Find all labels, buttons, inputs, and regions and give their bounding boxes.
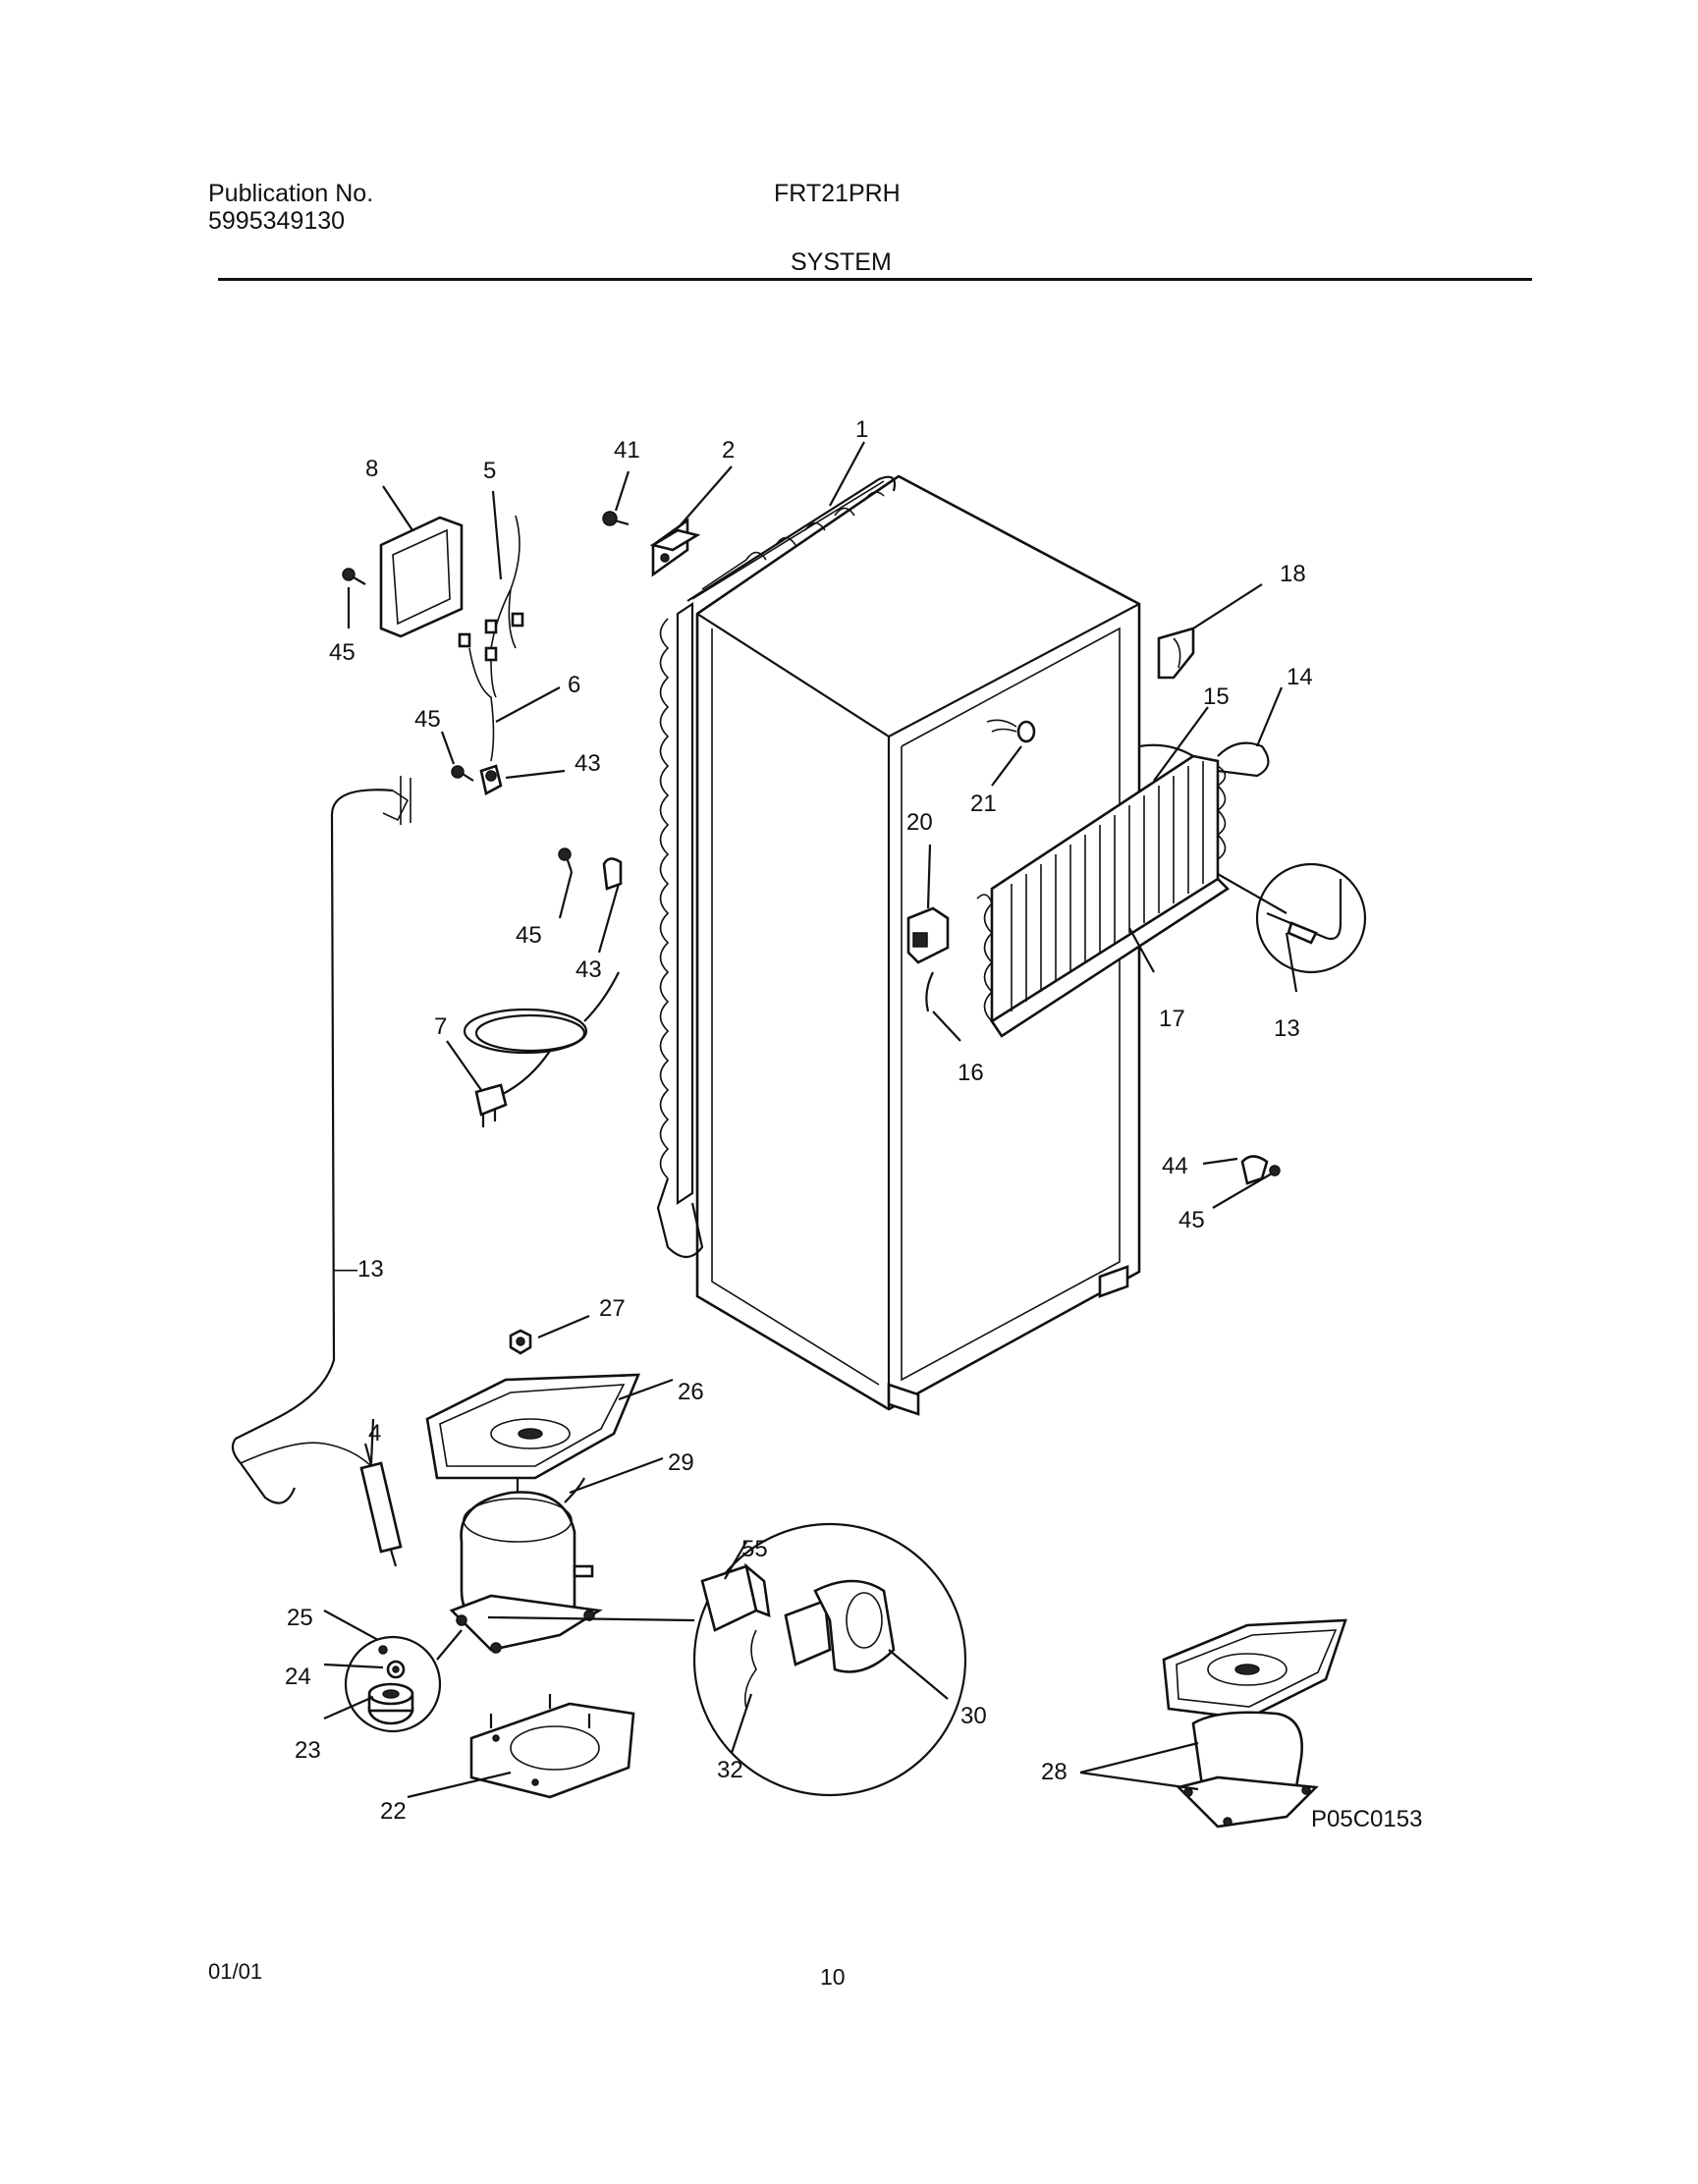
callout-45: 45 bbox=[516, 922, 542, 949]
header-rule bbox=[218, 278, 1514, 281]
callout-28: 28 bbox=[1041, 1759, 1068, 1785]
part-45-screw-upper bbox=[451, 765, 474, 782]
callout-27: 27 bbox=[599, 1295, 626, 1322]
callout-45: 45 bbox=[1178, 1207, 1205, 1233]
part-45-screw-right bbox=[1269, 1165, 1281, 1176]
part-13-tubing bbox=[231, 776, 411, 1504]
callout-43: 43 bbox=[575, 956, 602, 983]
callout-13: 13 bbox=[1274, 1015, 1300, 1042]
capillary-detail-circle bbox=[1255, 862, 1367, 974]
model-number: FRT21PRH bbox=[774, 180, 901, 207]
callout-5: 5 bbox=[483, 458, 496, 484]
part-21-sensor bbox=[986, 719, 1036, 743]
callout-55: 55 bbox=[741, 1536, 768, 1562]
callout-32: 32 bbox=[717, 1757, 743, 1783]
part-26-drain-pan bbox=[425, 1373, 640, 1480]
callout-41: 41 bbox=[614, 437, 640, 464]
callout-45: 45 bbox=[329, 639, 356, 666]
part-2-bracket bbox=[649, 518, 701, 577]
diagram-id-code: P05C0153 bbox=[1311, 1806, 1422, 1832]
part-28-compressor-assembly bbox=[1079, 1618, 1347, 1829]
callout-17: 17 bbox=[1159, 1006, 1185, 1032]
part-16-wire bbox=[925, 971, 934, 1012]
callout-2: 2 bbox=[722, 437, 735, 464]
part-41-screw bbox=[602, 511, 630, 526]
callout-24: 24 bbox=[285, 1664, 311, 1690]
publication-label: Publication No. bbox=[208, 180, 374, 207]
page-number: 10 bbox=[820, 1964, 846, 1990]
part-43-clip-middle bbox=[602, 857, 623, 891]
part-20-clip bbox=[906, 906, 950, 964]
callout-13: —13 bbox=[334, 1256, 384, 1283]
callout-30: 30 bbox=[960, 1703, 987, 1729]
callout-23: 23 bbox=[295, 1737, 321, 1764]
part-43-clip-upper bbox=[479, 764, 503, 795]
callout-1: 1 bbox=[855, 416, 868, 443]
part-29-compressor bbox=[449, 1477, 603, 1654]
callout-44: 44 bbox=[1162, 1153, 1188, 1179]
grommet-detail-circle bbox=[344, 1629, 463, 1733]
callout-14: 14 bbox=[1287, 664, 1313, 690]
callout-21: 21 bbox=[970, 791, 997, 817]
callout-18: 18 bbox=[1280, 561, 1306, 587]
callout-15: 15 bbox=[1203, 683, 1230, 710]
callout-20: 20 bbox=[906, 809, 933, 836]
header-rule-end bbox=[1483, 278, 1532, 281]
part-18-bracket bbox=[1157, 627, 1195, 680]
part-5-6-wiring bbox=[458, 515, 524, 762]
callout-26: 26 bbox=[678, 1379, 704, 1405]
callout-16: 16 bbox=[958, 1060, 984, 1086]
part-44-clip bbox=[1240, 1155, 1269, 1185]
part-45-screw-topleft bbox=[342, 568, 366, 585]
callout-43: 43 bbox=[575, 750, 601, 777]
callout-numbers: 1 2 41 8 5 45 6 45 43 45 43 18 14 15 21 … bbox=[285, 416, 1422, 1832]
callout-7: 7 bbox=[434, 1013, 447, 1040]
section-title: SYSTEM bbox=[791, 248, 892, 276]
callout-45: 45 bbox=[414, 706, 441, 733]
relay-detail-circle bbox=[487, 1522, 967, 1797]
part-7-power-cord bbox=[463, 971, 620, 1127]
condenser-coil bbox=[656, 475, 897, 1259]
part-45-screw-middle bbox=[558, 847, 574, 873]
callout-25: 25 bbox=[287, 1605, 313, 1631]
evaporator-coil bbox=[976, 741, 1287, 1038]
callout-29: 29 bbox=[668, 1449, 694, 1476]
leader-lines bbox=[323, 441, 1298, 1799]
publication-number: 5995349130 bbox=[208, 207, 346, 235]
part-27-nut bbox=[509, 1329, 532, 1355]
part-8-cover bbox=[379, 516, 464, 638]
callout-22: 22 bbox=[380, 1798, 407, 1825]
callout-4: 4 bbox=[368, 1420, 381, 1447]
part-22-base bbox=[469, 1694, 635, 1799]
callout-8: 8 bbox=[365, 456, 378, 482]
footer-date: 01/01 bbox=[208, 1959, 263, 1984]
callout-6: 6 bbox=[568, 672, 580, 698]
